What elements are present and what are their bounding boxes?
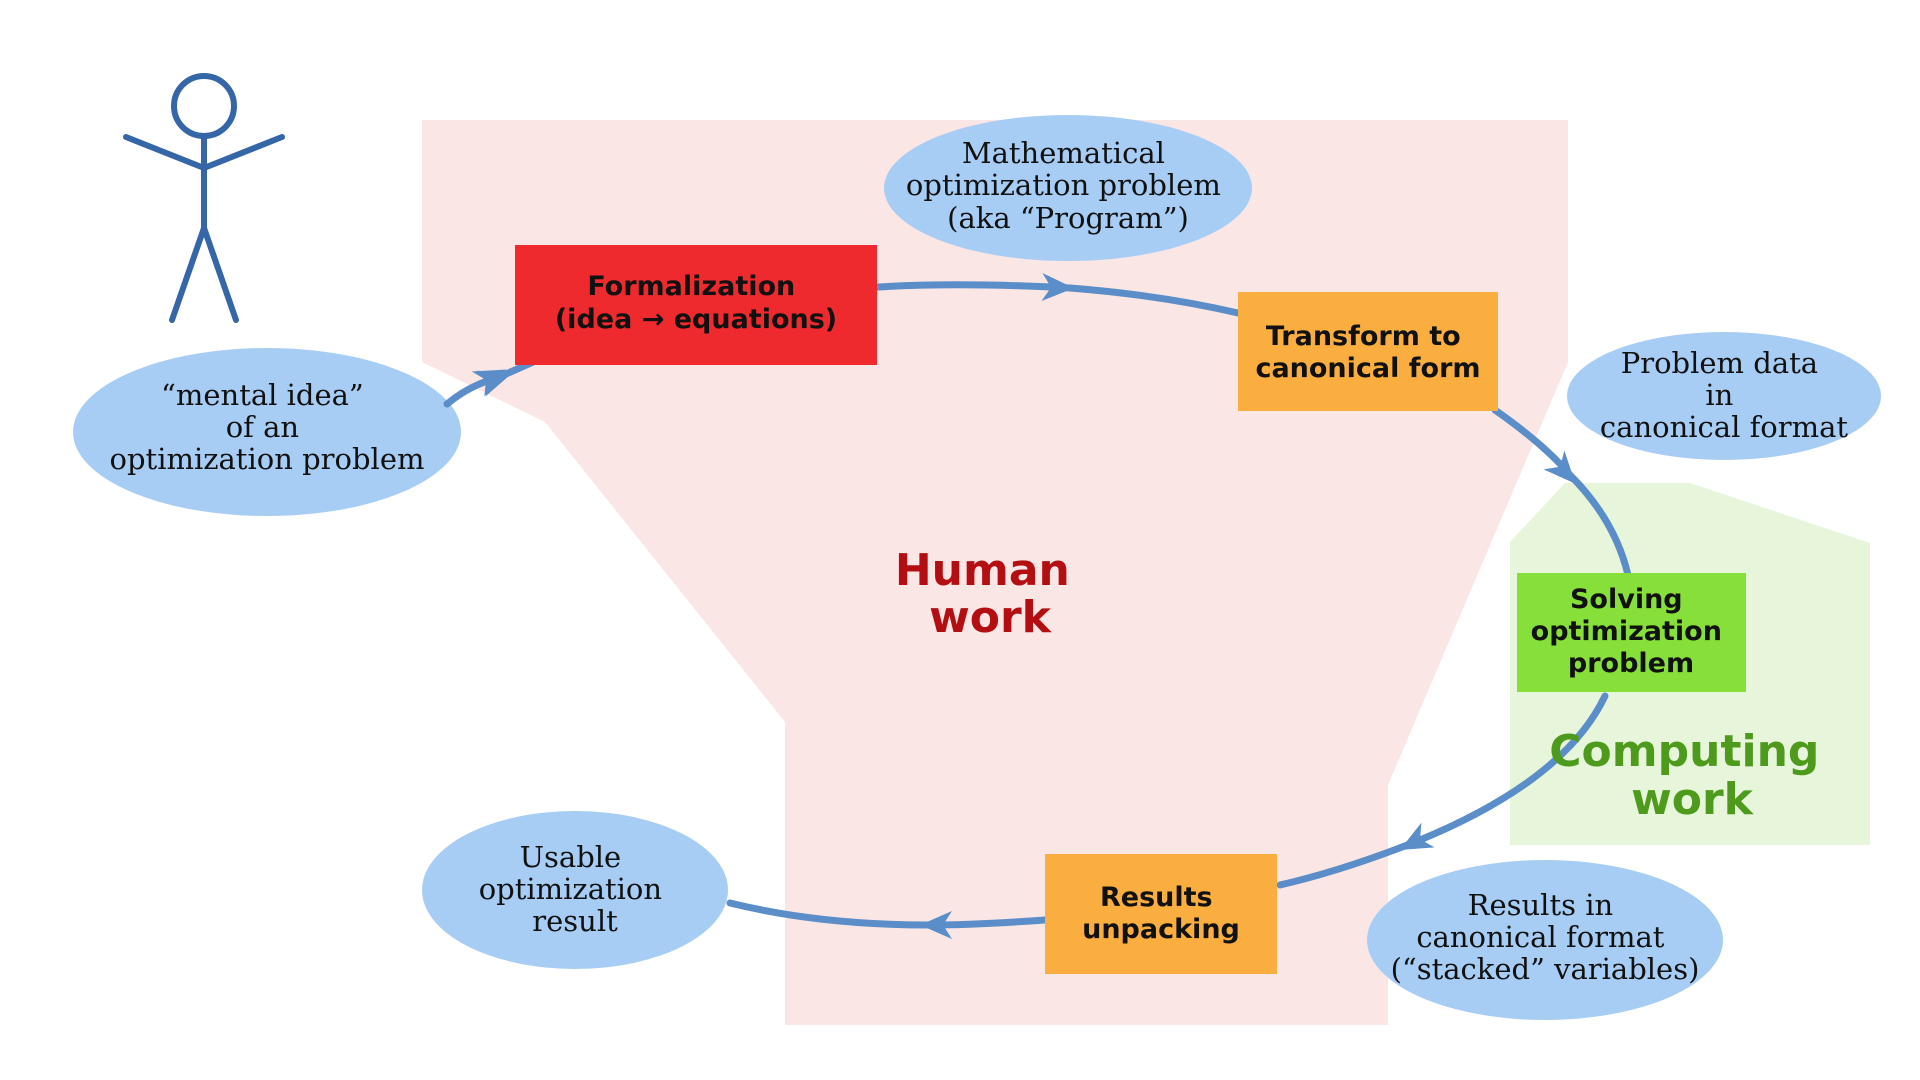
usable-result-ellipse xyxy=(422,811,728,969)
arrowhead-transform xyxy=(1543,450,1576,484)
arrowhead-idea xyxy=(471,369,507,397)
arrowhead-unpacking xyxy=(920,911,952,939)
results-canonical-ellipse xyxy=(1367,860,1723,1020)
arrow-solving-to-unpacking xyxy=(1276,692,1609,889)
math-problem-ellipse xyxy=(884,115,1252,261)
solving-box xyxy=(1517,573,1746,692)
usable-result-text: Usable optimization result xyxy=(479,840,672,938)
arrowhead-formalization xyxy=(1041,273,1074,301)
arrow-unpacking-to-result xyxy=(726,899,1049,929)
unpacking-box xyxy=(1045,854,1277,974)
transform-box xyxy=(1238,292,1498,411)
mental-idea-ellipse xyxy=(73,348,461,516)
mental-idea-text: “mental idea” of an optimization problem xyxy=(110,378,425,476)
transform-text: Transform to canonical form xyxy=(1255,321,1480,384)
results-canonical-text: Results in canonical format (“stacked” v… xyxy=(1391,888,1700,986)
arrowhead-solving xyxy=(1399,822,1435,851)
math-problem-text: Mathematical optimization problem (aka “… xyxy=(906,136,1230,235)
formalization-text: Formalization (idea → equations) xyxy=(555,271,837,335)
computing-work-label: Computing work xyxy=(1549,726,1834,825)
problem-data-text: Problem data in canonical format xyxy=(1600,346,1848,444)
human-work-label: Human work xyxy=(895,545,1085,643)
formalization-box xyxy=(515,245,877,365)
stick-figure-icon xyxy=(123,73,285,323)
solving-text: Solving optimization problem xyxy=(1531,584,1732,679)
problem-data-ellipse xyxy=(1567,332,1881,460)
unpacking-text: Results unpacking xyxy=(1082,882,1240,945)
